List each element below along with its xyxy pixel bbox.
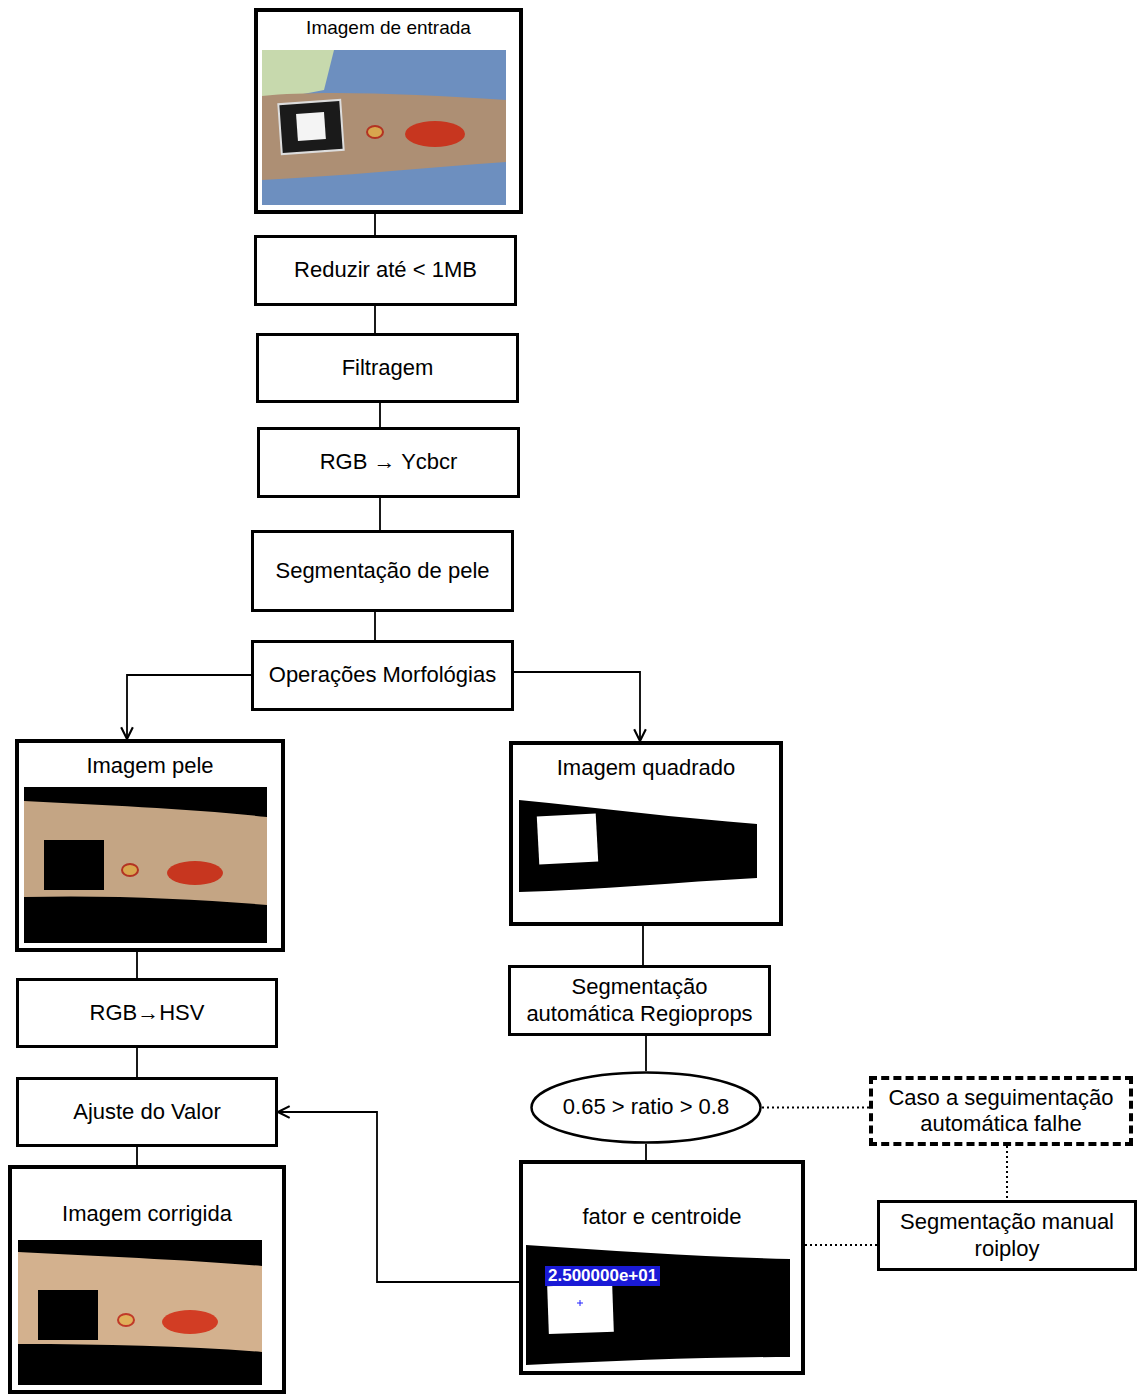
marker-inner bbox=[296, 112, 326, 141]
node-text: Imagem quadrado bbox=[513, 755, 779, 781]
wound-large bbox=[167, 861, 223, 885]
leg bbox=[24, 801, 267, 905]
node-text: Segmentação automática Regioprops bbox=[519, 974, 760, 1027]
node-text: fator e centroide bbox=[523, 1204, 801, 1230]
corrected-image bbox=[18, 1240, 262, 1385]
image-background bbox=[526, 1245, 790, 1365]
connector bbox=[278, 1112, 519, 1282]
dotted-connector bbox=[762, 1107, 869, 1109]
box: Filtragem bbox=[256, 333, 519, 403]
image-background bbox=[519, 790, 757, 915]
node-text: Segmentação de pele bbox=[275, 558, 489, 584]
connector bbox=[374, 214, 376, 235]
box: RGB→HSV bbox=[16, 978, 278, 1048]
box: Reduzir até < 1MB bbox=[254, 235, 517, 306]
marker-square bbox=[44, 840, 104, 890]
connector bbox=[379, 403, 381, 427]
wound-small bbox=[118, 1314, 134, 1326]
image-panel: Imagem pele bbox=[15, 739, 285, 952]
wound-small bbox=[367, 126, 383, 138]
node-text: 0.65 > ratio > 0.8 bbox=[563, 1094, 729, 1120]
decision-ellipse: 0.65 > ratio > 0.8 bbox=[530, 1071, 762, 1144]
connector bbox=[645, 1144, 647, 1160]
marker-square bbox=[278, 100, 343, 154]
node-text: Ajuste do Valor bbox=[73, 1099, 221, 1125]
connector bbox=[645, 1036, 647, 1071]
box: Segmentação manual roiploy bbox=[877, 1200, 1137, 1271]
leg bbox=[262, 93, 506, 180]
box: Operações Morfológias bbox=[251, 640, 514, 711]
square-mask bbox=[547, 1284, 614, 1334]
box: RGB → Ycbcr bbox=[257, 427, 520, 498]
factor-centroid-image bbox=[526, 1245, 790, 1365]
image-panel: Imagem corrigida bbox=[8, 1165, 286, 1394]
skin-image bbox=[24, 787, 267, 943]
node-text: Segmentação manual roiploy bbox=[888, 1209, 1126, 1262]
value-label: 2.500000e+01 bbox=[545, 1266, 660, 1286]
node-text: Filtragem bbox=[342, 355, 434, 381]
connector bbox=[514, 672, 640, 741]
connector bbox=[136, 1147, 138, 1165]
note-box: Caso a seguimentação automática falhe bbox=[869, 1076, 1133, 1146]
photo-background bbox=[262, 50, 506, 205]
connector bbox=[136, 1048, 138, 1077]
ellipse-border bbox=[532, 1073, 761, 1143]
connector bbox=[379, 498, 381, 530]
node-text: Imagem pele bbox=[19, 753, 281, 779]
node-text: Caso a seguimentação automática falhe bbox=[881, 1085, 1121, 1138]
connector bbox=[374, 612, 376, 640]
square-mask bbox=[537, 813, 598, 864]
leg-mask bbox=[519, 800, 757, 892]
connector bbox=[642, 926, 644, 965]
centroid-mark bbox=[577, 1300, 583, 1306]
dotted-connector bbox=[805, 1244, 877, 1246]
image-background bbox=[24, 787, 267, 943]
node-text: Operações Morfológias bbox=[269, 662, 496, 688]
wound-large bbox=[405, 121, 465, 147]
box: Ajuste do Valor bbox=[16, 1077, 278, 1147]
node-text: RGB→HSV bbox=[90, 1000, 205, 1026]
leg-mask bbox=[526, 1245, 790, 1365]
node-text: Reduzir até < 1MB bbox=[294, 257, 477, 283]
box: Segmentação de pele bbox=[251, 530, 514, 612]
node-text: RGB → Ycbcr bbox=[320, 449, 458, 475]
marker-square bbox=[38, 1290, 98, 1340]
connector bbox=[136, 952, 138, 978]
wound-large bbox=[162, 1310, 218, 1334]
image-background bbox=[18, 1240, 262, 1385]
leg bbox=[18, 1252, 262, 1352]
square-mask-image bbox=[519, 790, 757, 915]
connector bbox=[127, 675, 251, 739]
connector bbox=[374, 306, 376, 333]
wound-photo bbox=[262, 50, 506, 205]
image-panel: Imagem de entrada bbox=[254, 8, 523, 214]
dotted-connector bbox=[1006, 1146, 1008, 1200]
node-text: Imagem corrigida bbox=[12, 1201, 282, 1227]
image-panel: Imagem quadrado bbox=[509, 741, 783, 926]
box: Segmentação automática Regioprops bbox=[508, 965, 771, 1036]
wound-small bbox=[122, 864, 138, 876]
node-text: Imagem de entrada bbox=[258, 17, 519, 40]
